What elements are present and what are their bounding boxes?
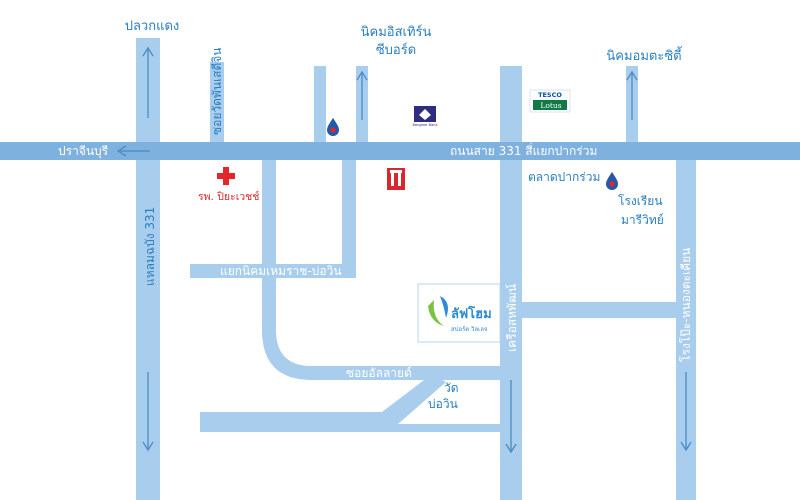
tesco-logo-bottom: Lotus [540, 101, 561, 110]
arrow-down-icon [680, 372, 692, 452]
arrow-up-icon [142, 46, 154, 118]
label-road-331: ถนนสาย 331 สี่แยกปากร่วม [450, 142, 597, 158]
label-prachinburi: ปราจีนบุรี [58, 144, 109, 159]
label-wat-bowin-2: บ่อวิน [428, 397, 458, 411]
red-cross-icon [217, 167, 235, 185]
road-tesco [500, 66, 522, 500]
project-logo-name: ลัฟโฮม [451, 305, 492, 322]
label-school-2: มารีวิทย์ [621, 213, 664, 227]
direction-arrows [116, 46, 692, 454]
ptt-drop-icon [606, 172, 618, 190]
label-hospital: รพ. ปิยะเวชช์ [198, 190, 259, 203]
label-kruea-sahapat: เครือสหพัฒน์ [505, 284, 519, 352]
arrow-up-icon [626, 70, 638, 120]
label-amata-city: นิคมอมตะซิตี้ [606, 46, 682, 64]
label-nikhom-junction: แยกนิคมเหมราช-บ่อวิน [220, 264, 342, 278]
label-rong-pho: โรงโป๊ะ-หนองตะเคียน [679, 248, 693, 362]
label-soi-allaya: ซอยอัลลายด์ [346, 366, 412, 380]
bank-logo-text: Bangkok Bank [413, 123, 439, 127]
arrow-up-icon [356, 70, 368, 120]
label-soi-wat-phanseri: ซอยวัดพันเสดีจิน [210, 48, 224, 135]
label-eastern-seaboard-1: นิคมอิสเทิร์น [361, 24, 432, 40]
tesco-lotus-icon: TESCO Lotus [529, 89, 571, 113]
road-bottom [200, 374, 500, 432]
road-bowin-curve [262, 160, 500, 380]
arrow-left-icon [116, 145, 150, 157]
arrow-down-icon [505, 380, 517, 454]
label-school-1: โรงเรียน [618, 194, 663, 208]
building-icon [387, 168, 405, 190]
project-logo: ลัฟโฮม สปอร์ต วิลเลจ [417, 283, 501, 343]
label-eastern-seaboard-2: ซีบอร์ด [376, 42, 416, 58]
road-kruea-link [520, 302, 678, 318]
ptt-drop-icon [327, 118, 339, 136]
project-logo-subtitle: สปอร์ต วิลเลจ [451, 325, 487, 333]
road-rong-pho [676, 160, 696, 500]
label-pluak-daeng: ปลวกแดง [125, 19, 180, 34]
label-laem-chabang: แหลมฉบัง 331 [143, 207, 157, 286]
tesco-logo-top: TESCO [538, 91, 562, 99]
road-eastern-seaboard-a [314, 66, 326, 142]
bangkok-bank-icon: Bangkok Bank [410, 106, 440, 127]
arrow-down-icon [142, 372, 154, 452]
main-road-331 [0, 142, 800, 160]
road-short-spur [342, 160, 356, 278]
label-wat-bowin-1: วัด [444, 381, 459, 395]
road-soi-wat [210, 62, 224, 142]
label-market: ตลาดปากร่วม [528, 170, 600, 184]
